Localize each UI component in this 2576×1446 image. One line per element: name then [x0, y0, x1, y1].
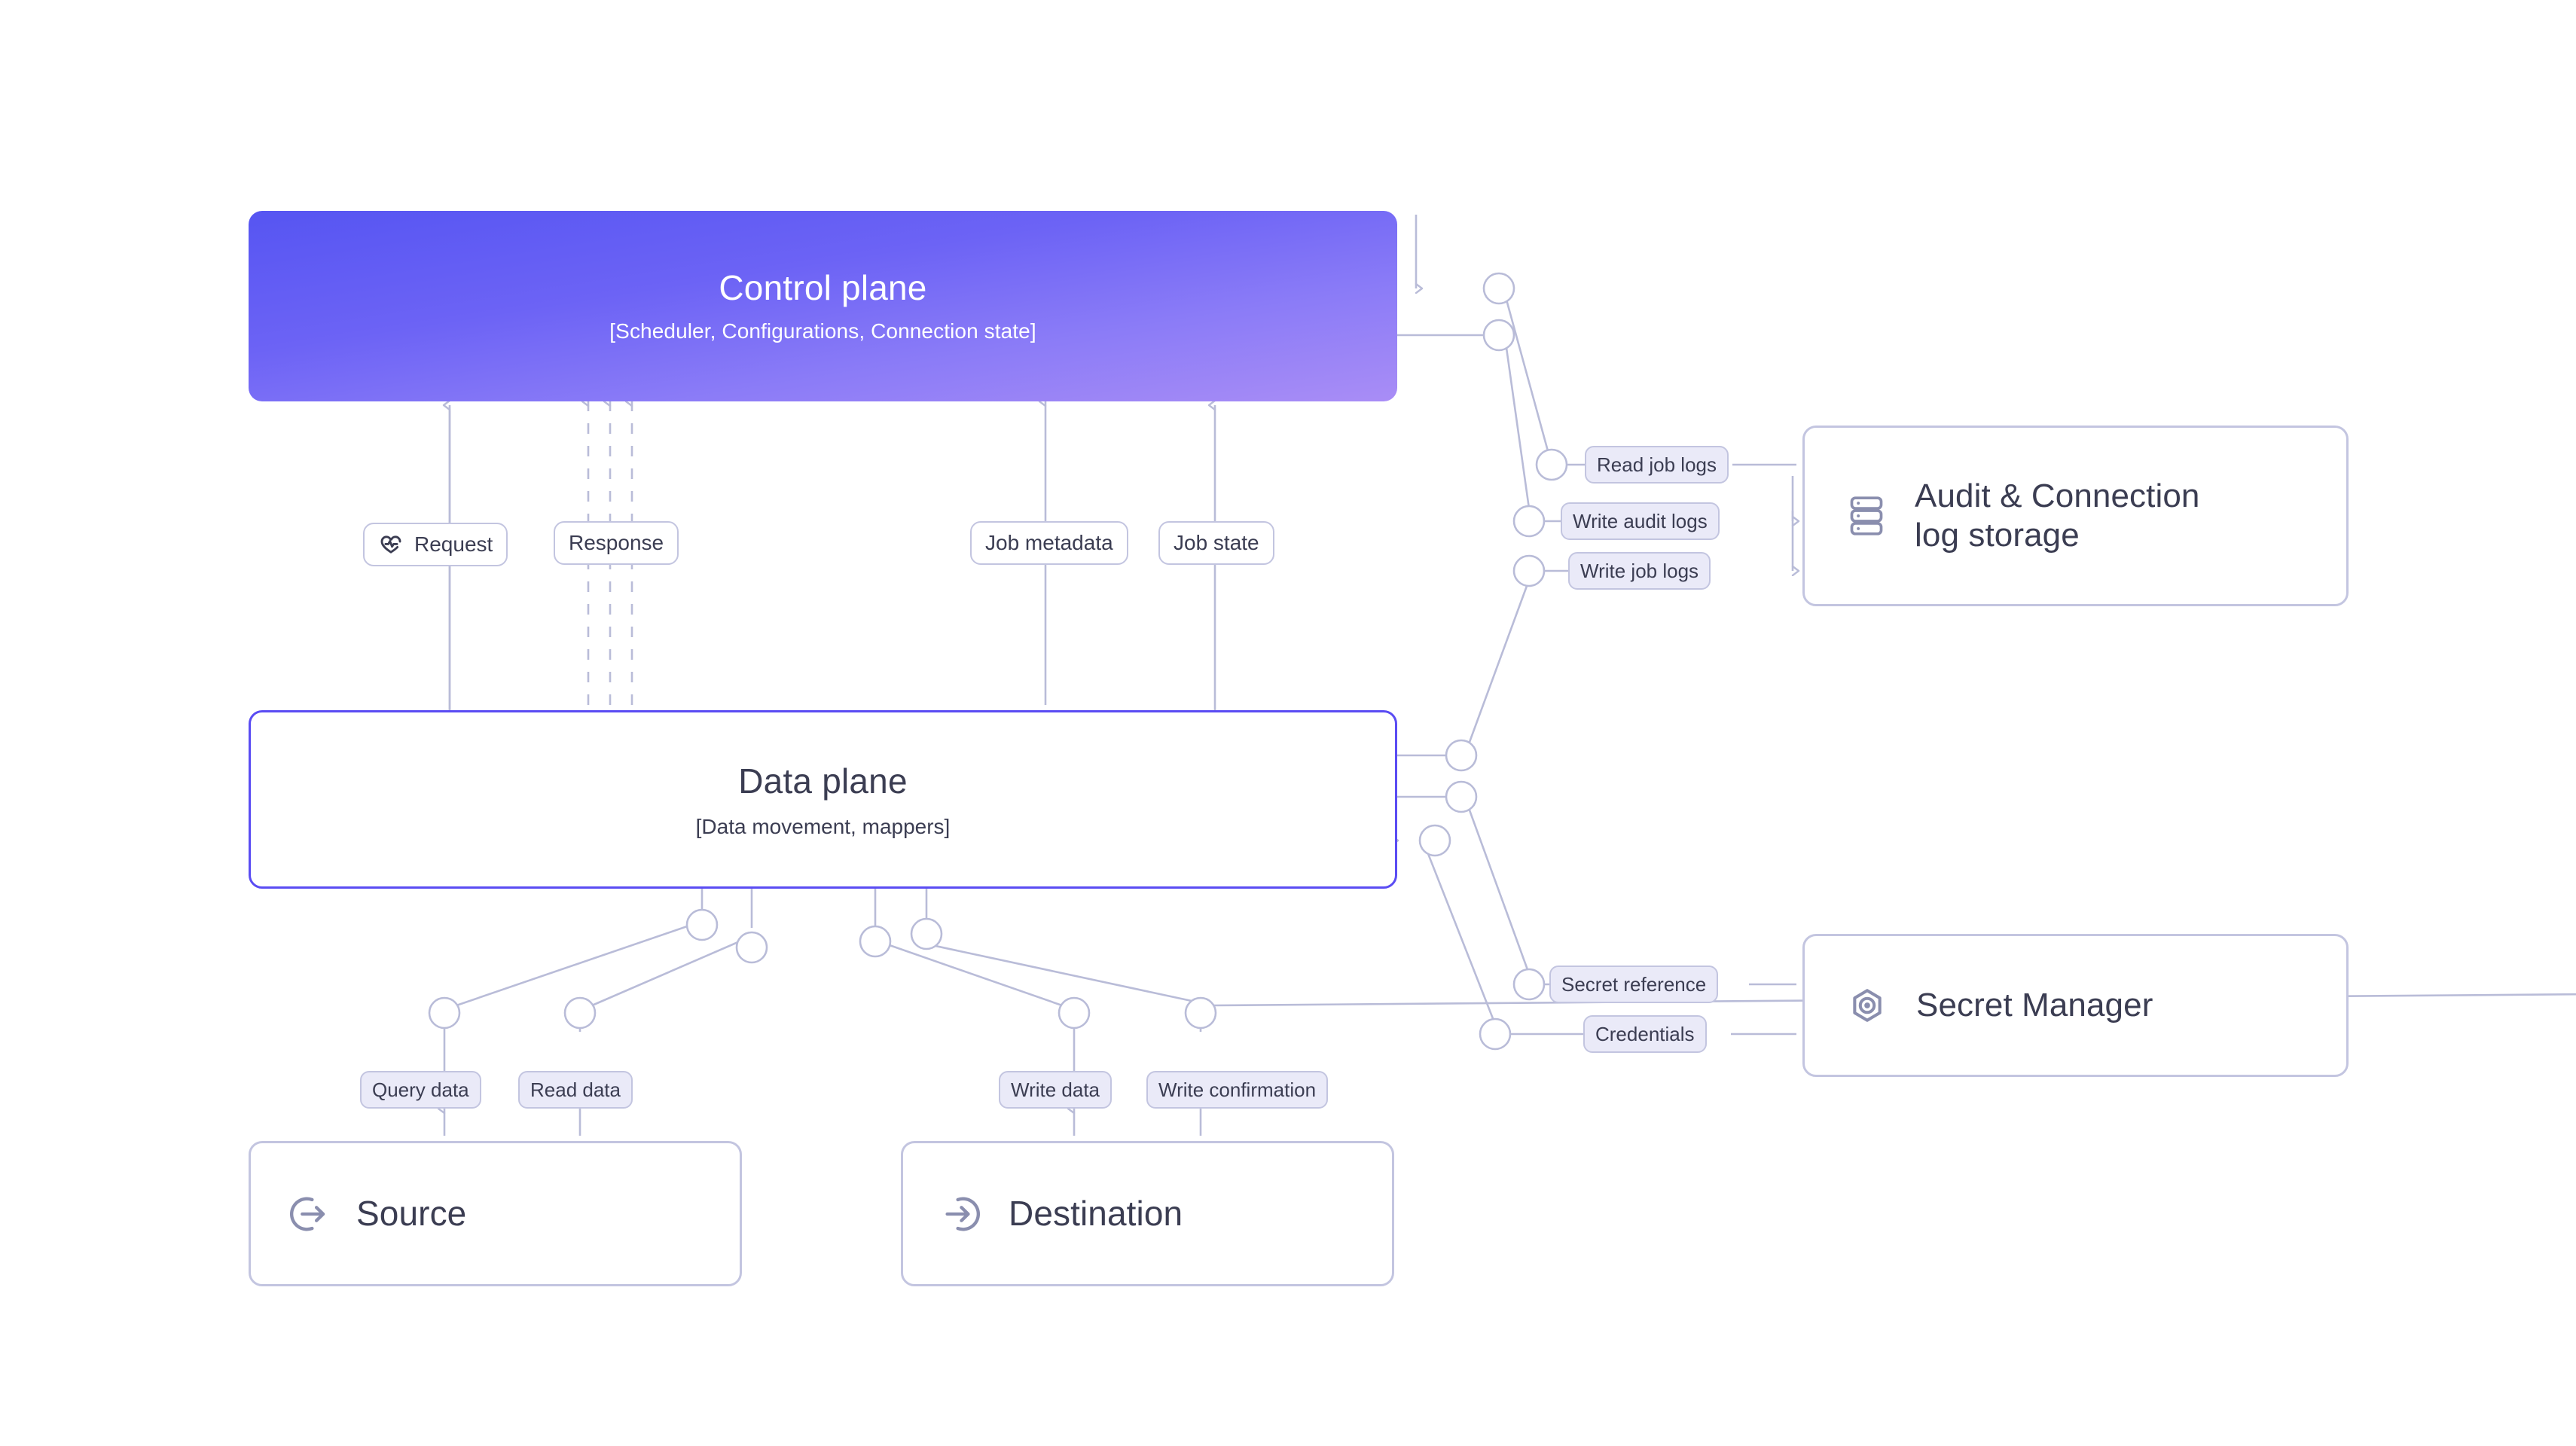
chip-job-state-label: Job state — [1174, 531, 1259, 554]
secret-manager-label: Secret Manager — [1916, 987, 2153, 1024]
chip-query-data-label: Query data — [372, 1078, 469, 1101]
junction-node — [1512, 968, 1546, 1001]
chip-request-label: Request — [414, 532, 493, 556]
chip-request[interactable]: Request — [363, 523, 508, 566]
junction-node — [685, 908, 719, 941]
chip-secret-reference-label: Secret reference — [1561, 973, 1707, 996]
chip-response[interactable]: Response — [554, 521, 679, 565]
junction-node — [1184, 996, 1217, 1030]
chip-write-confirmation[interactable]: Write confirmation — [1146, 1071, 1329, 1109]
source-node[interactable]: Source — [249, 1141, 742, 1286]
destination-label: Destination — [1009, 1194, 1183, 1234]
junction-node — [563, 996, 597, 1030]
arrow-out-circle-icon — [287, 1192, 331, 1236]
junction-node — [1535, 448, 1568, 481]
junction-node — [1445, 780, 1478, 813]
edge-write-job-logs-diag — [1467, 579, 1531, 745]
control-plane-node[interactable]: Control plane [Scheduler, Configurations… — [249, 211, 1397, 401]
chip-read-data[interactable]: Read data — [518, 1071, 633, 1109]
audit-log-storage-label: Audit & Connection log storage — [1915, 477, 2200, 555]
chip-credentials[interactable]: Credentials — [1583, 1015, 1707, 1053]
chip-write-job-logs[interactable]: Write job logs — [1568, 552, 1711, 590]
chip-write-job-logs-label: Write job logs — [1580, 560, 1699, 582]
edge-write-data-diag — [887, 943, 1063, 1007]
junction-node — [735, 931, 768, 964]
edge-query-data-diag — [456, 923, 692, 1007]
edge-secret-reference-diag — [1467, 807, 1531, 975]
chip-write-audit-logs-label: Write audit logs — [1573, 510, 1708, 532]
edge-write-confirmation-diag2 — [914, 940, 1213, 1007]
chip-job-state[interactable]: Job state — [1158, 521, 1274, 565]
control-plane-title: Control plane — [719, 268, 927, 308]
chip-write-data[interactable]: Write data — [999, 1071, 1113, 1109]
junction-node — [910, 917, 943, 950]
junction-node — [1418, 824, 1451, 857]
chip-write-confirmation-label: Write confirmation — [1158, 1078, 1317, 1101]
data-plane-node[interactable]: Data plane [Data movement, mappers] — [249, 710, 1397, 889]
destination-node[interactable]: Destination — [901, 1141, 1394, 1286]
audit-label-line1: Audit & Connection — [1915, 477, 2200, 515]
junction-node — [1512, 554, 1546, 587]
data-plane-subtitle: [Data movement, mappers] — [695, 814, 951, 838]
edge-read-job-logs-diag — [1505, 299, 1553, 465]
chip-read-job-logs[interactable]: Read job logs — [1585, 446, 1729, 484]
junction-node — [1479, 1017, 1512, 1051]
source-label: Source — [356, 1194, 467, 1234]
chip-secret-reference[interactable]: Secret reference — [1549, 966, 1719, 1003]
heartbeat-icon — [378, 532, 404, 557]
audit-log-storage-node[interactable]: Audit & Connection log storage — [1802, 426, 2349, 606]
chip-job-metadata[interactable]: Job metadata — [970, 521, 1128, 565]
chip-response-label: Response — [569, 531, 664, 554]
chip-credentials-label: Credentials — [1595, 1023, 1695, 1045]
data-plane-title: Data plane — [738, 761, 908, 801]
junction-node — [1482, 272, 1515, 305]
audit-label-line2: log storage — [1915, 517, 2080, 554]
control-plane-subtitle: [Scheduler, Configurations, Connection s… — [609, 319, 1036, 343]
chip-write-data-label: Write data — [1011, 1078, 1100, 1101]
junction-node — [859, 925, 892, 958]
edge-credentials-diag — [1426, 851, 1497, 1025]
chip-write-audit-logs[interactable]: Write audit logs — [1561, 502, 1720, 540]
secret-manager-node[interactable]: Secret Manager — [1802, 934, 2349, 1077]
edge-read-data-diag — [591, 940, 740, 1007]
arrow-in-circle-icon — [939, 1192, 983, 1236]
chip-job-metadata-label: Job metadata — [985, 531, 1113, 554]
junction-node — [428, 996, 461, 1030]
junction-node — [1512, 505, 1546, 538]
junction-node — [1058, 996, 1091, 1030]
chip-read-data-label: Read data — [530, 1078, 621, 1101]
eye-key-icon — [1847, 985, 1888, 1026]
chip-query-data[interactable]: Query data — [360, 1071, 481, 1109]
junction-node — [1445, 739, 1478, 772]
server-stack-icon — [1847, 494, 1886, 538]
chip-read-job-logs-label: Read job logs — [1597, 453, 1717, 476]
edge-write-audit-logs-diag — [1505, 347, 1531, 509]
junction-node — [1482, 319, 1515, 352]
